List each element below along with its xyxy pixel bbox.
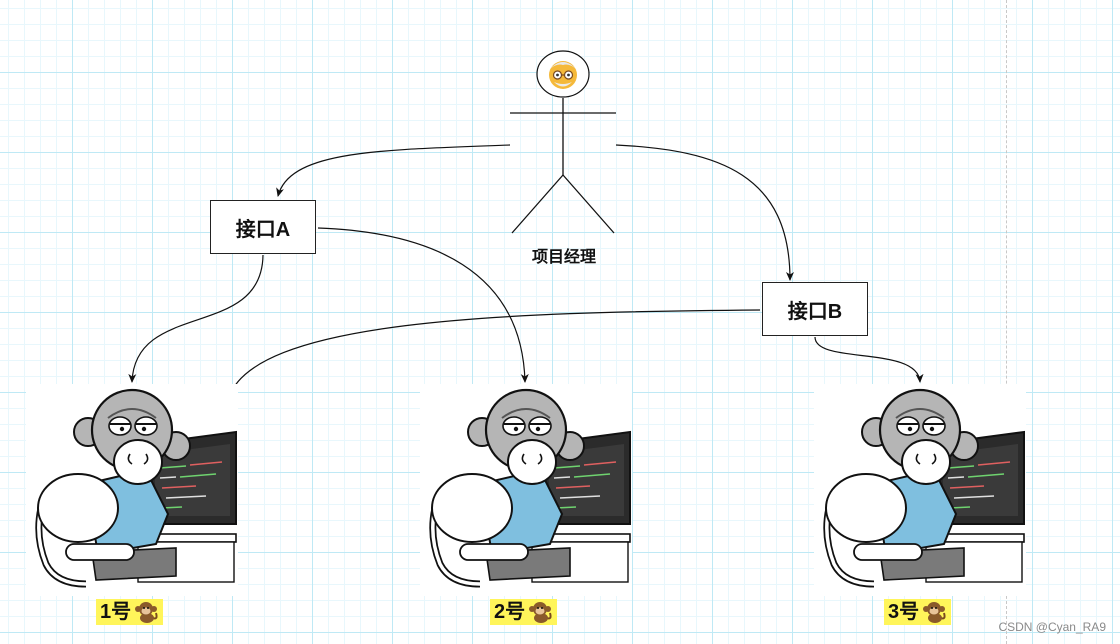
monkey-icon	[529, 602, 552, 623]
interface-b-label: 接口B	[787, 300, 843, 323]
project-manager-label: 项目经理	[531, 249, 596, 266]
monkey-programmer-illustration	[823, 388, 1025, 588]
watermark: CSDN @Cyan_RA9	[998, 620, 1106, 634]
developer-2-label-text: 2号	[494, 601, 526, 623]
project-manager-actor[interactable]	[500, 48, 626, 268]
developer-3-label: 3号	[884, 599, 952, 625]
interface-b-node[interactable]: 接口B	[762, 282, 868, 336]
developer-1-label-text: 1号	[100, 601, 132, 623]
edge-manager-to-interface-a	[276, 144, 511, 197]
interface-a-node[interactable]: 接口A	[210, 200, 316, 254]
edge-interface-b-to-dev-3	[814, 336, 924, 383]
edge-interface-a-to-dev-1	[128, 254, 264, 383]
developer-1-card[interactable]	[26, 384, 238, 596]
edge-interface-a-to-dev-2	[317, 227, 529, 383]
edge-manager-to-interface-b	[615, 144, 794, 281]
developer-1-label: 1号	[96, 599, 164, 625]
developer-2-label: 2号	[490, 599, 558, 625]
interface-a-label: 接口A	[235, 218, 291, 241]
monkey-icon	[923, 602, 946, 623]
developer-3-label-text: 3号	[888, 601, 920, 623]
page-boundary-guide	[1006, 0, 1007, 644]
monkey-programmer-illustration	[429, 388, 631, 588]
monkey-icon	[135, 602, 158, 623]
old-man-face-icon	[549, 61, 577, 89]
developer-3-card[interactable]	[814, 384, 1026, 596]
edge-interface-b-to-dev-1	[226, 309, 761, 401]
monkey-programmer-illustration	[35, 388, 237, 588]
developer-2-card[interactable]	[420, 384, 632, 596]
